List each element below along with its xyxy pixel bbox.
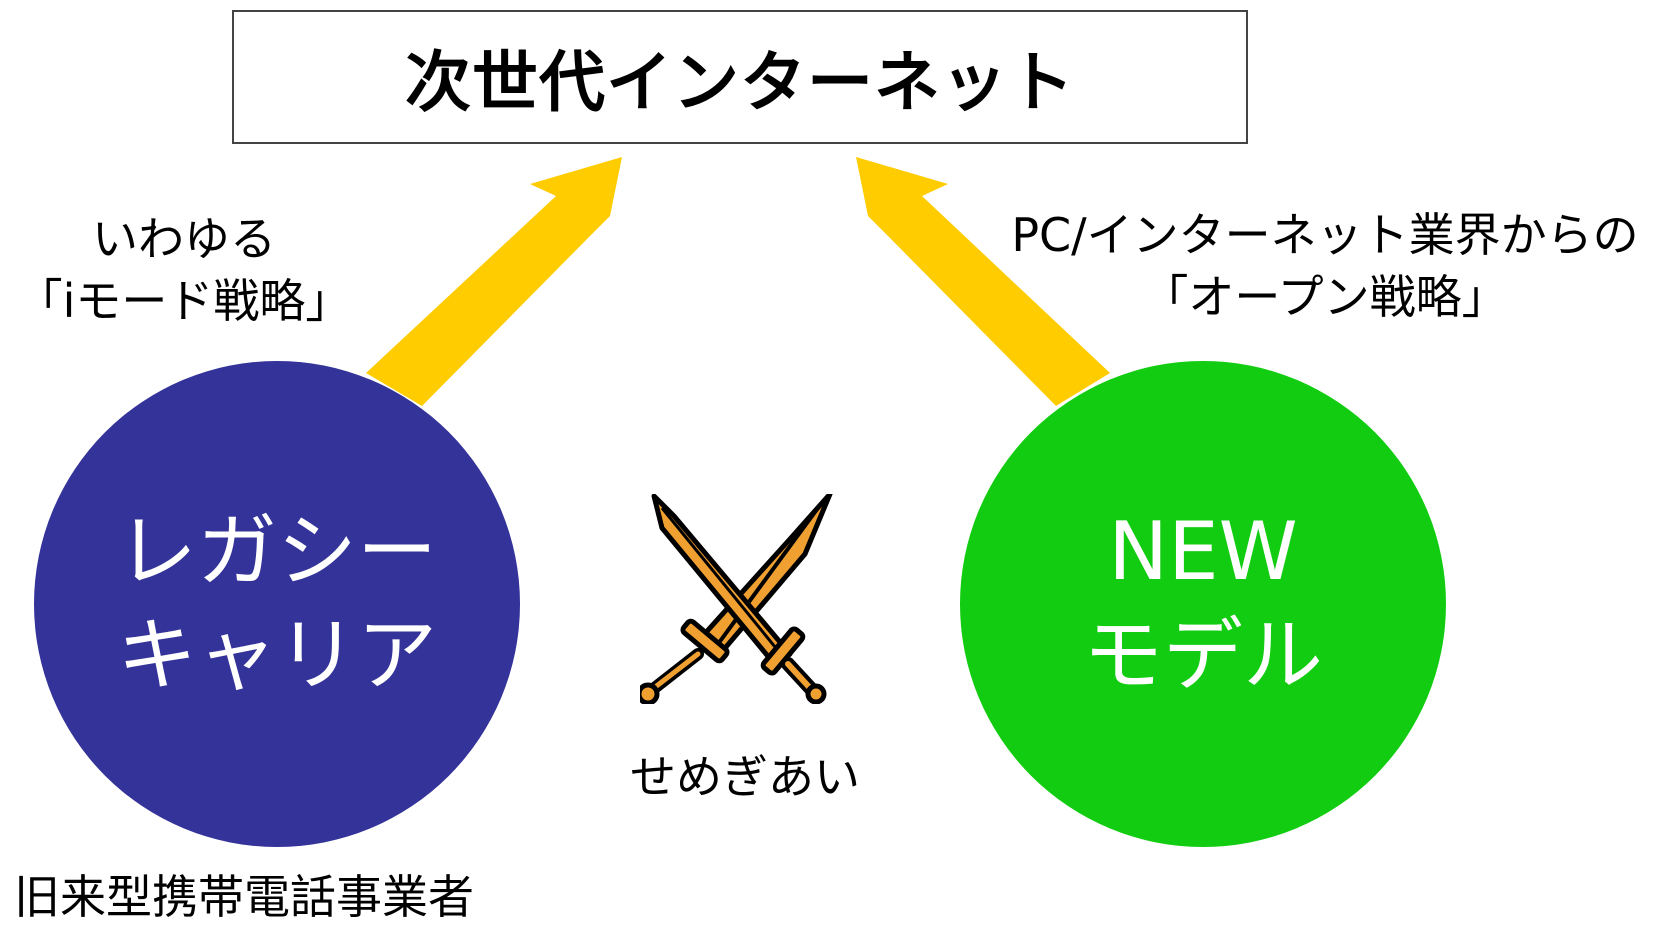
center-label: せめぎあい xyxy=(630,750,860,804)
legacy-carrier-node: レガシー キャリア xyxy=(34,361,520,847)
new-model-line1: NEW xyxy=(1108,505,1298,598)
sword-2 xyxy=(651,494,827,704)
left-label-line2: 「iモード戦略」 xyxy=(16,274,352,329)
title-text: 次世代インターネット xyxy=(405,44,1075,121)
right-label: PC/インターネット業界からの 「オープン戦略」 xyxy=(995,204,1655,328)
legacy-carrier-line1: レガシー xyxy=(117,505,437,598)
legacy-carrier-line2: キャリア xyxy=(117,609,437,702)
title-box: 次世代インターネット xyxy=(232,10,1248,144)
right-arrow xyxy=(856,157,1110,406)
left-label-line1: いわゆる xyxy=(92,212,276,266)
right-label-line1: PC/インターネット業界からの xyxy=(1011,208,1639,262)
new-model-node: NEW モデル xyxy=(960,361,1446,847)
crossed-swords-icon xyxy=(640,494,833,704)
new-model-line2: モデル xyxy=(1083,609,1323,702)
left-arrow xyxy=(366,157,622,406)
bottom-label: 旧来型携帯電話事業者 xyxy=(14,870,474,924)
right-label-line2: 「オープン戦略」 xyxy=(1142,270,1508,325)
left-label: いわゆる 「iモード戦略」 xyxy=(14,208,354,332)
